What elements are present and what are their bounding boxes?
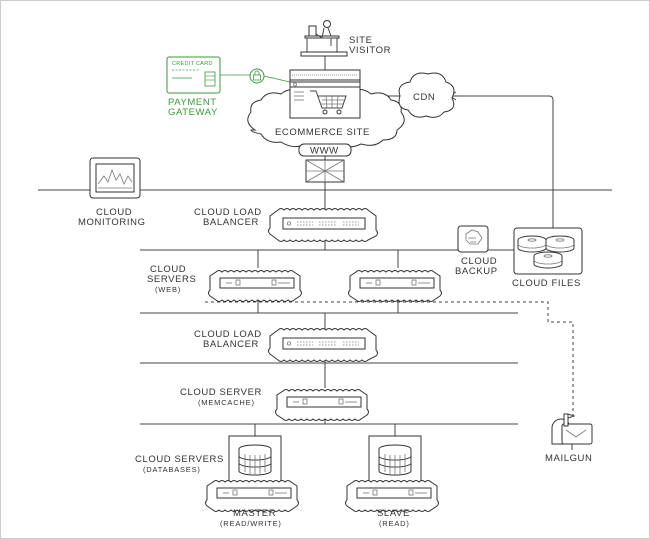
cloud-files-label: CLOUD FILES	[512, 278, 581, 289]
credit-card-icon	[166, 56, 250, 94]
cloud-files-icon	[513, 227, 583, 275]
web-server-1	[208, 270, 302, 302]
cloud-backup-label-1: CLOUD	[461, 256, 497, 267]
credit-card-text: CREDIT CARD	[172, 61, 213, 67]
monitoring-screen-icon	[89, 157, 141, 199]
ecommerce-site-label: ECOMMERCE SITE	[275, 127, 370, 138]
web-server-2	[348, 270, 442, 302]
cdn-label: CDN	[413, 92, 435, 103]
firewall-icon	[305, 159, 345, 183]
site-visitor-figure	[300, 20, 348, 57]
www-label: WWW	[310, 146, 339, 157]
mailgun-label: MAILGUN	[545, 453, 592, 464]
lock-icon	[249, 68, 265, 84]
browser-window-icon	[289, 69, 361, 119]
db-servers-label-1: CLOUD SERVERS	[135, 454, 224, 465]
www-box	[298, 143, 352, 157]
cloud-monitoring-label-2: MONITORING	[78, 217, 146, 228]
mailbox-icon	[551, 413, 593, 450]
cloud-monitoring-label-1: CLOUD	[96, 207, 132, 218]
memcache-label-2: (MEMCACHE)	[198, 398, 255, 407]
slave-server	[345, 480, 439, 512]
shopping-cart-icon	[310, 90, 347, 115]
web-servers-label-2: SERVERS	[147, 274, 196, 285]
memcache-server	[275, 389, 369, 421]
master-label-2: (READ/WRITE)	[220, 519, 282, 528]
db-servers-label-2: (DATABASES)	[143, 465, 201, 474]
payment-gateway-label-1: PAYMENT	[168, 97, 217, 108]
web-servers-label-3: (WEB)	[155, 285, 181, 294]
backup-icon	[457, 225, 489, 253]
load-balancer-2-unit	[268, 328, 378, 362]
load-balancer-1-label-1: CLOUD LOAD	[194, 207, 262, 218]
memcache-label-1: CLOUD SERVER	[180, 387, 262, 398]
load-balancer-2-label-2: BALANCER	[203, 339, 259, 350]
master-database-icon	[228, 435, 282, 485]
payment-gateway-label-2: GATEWAY	[168, 107, 218, 118]
slave-database-icon	[368, 435, 422, 485]
load-balancer-1-unit	[268, 208, 378, 242]
slave-label-1: SLAVE	[377, 508, 410, 519]
load-balancer-2-label-1: CLOUD LOAD	[194, 329, 262, 340]
master-label-1: MASTER	[233, 508, 276, 519]
load-balancer-1-label-2: BALANCER	[203, 217, 259, 228]
slave-label-2: (READ)	[379, 519, 410, 528]
site-visitor-label-1: SITE	[349, 35, 373, 46]
cdn-cloud-shape	[398, 72, 455, 118]
cloud-backup-label-2: BACKUP	[455, 266, 498, 277]
site-visitor-label-2: VISITOR	[349, 45, 391, 56]
master-server	[205, 480, 299, 512]
web-servers-label-1: CLOUD	[150, 264, 186, 275]
